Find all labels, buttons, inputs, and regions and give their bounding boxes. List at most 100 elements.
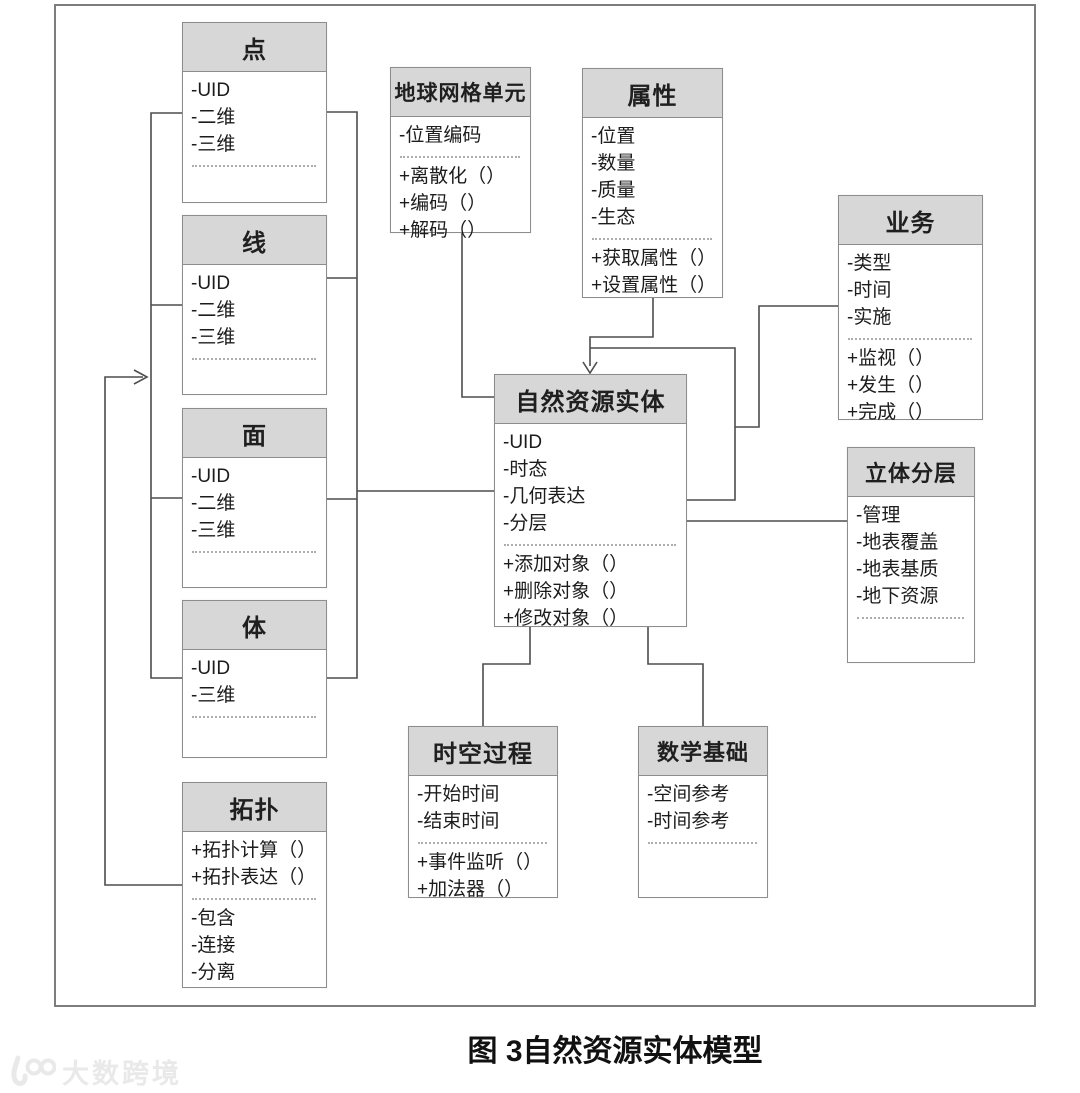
uml-class-title: 线 <box>183 216 326 265</box>
uml-attribute: -结束时间 <box>417 811 500 832</box>
connector-entity-right-loop <box>590 347 736 501</box>
uml-attribute: -三维 <box>191 134 236 155</box>
uml-attribute: -二维 <box>191 107 236 128</box>
uml-operation: +拓扑计算（） <box>191 840 317 861</box>
uml-attribute: -质量 <box>591 180 636 201</box>
uml-attribute: -几何表达 <box>503 486 586 507</box>
watermark-text: 大数跨境 <box>62 1059 182 1089</box>
uml-operation: +事件监听（） <box>417 852 543 873</box>
uml-class-body: -UID -二维 -三维 <box>183 72 326 202</box>
uml-operation: +添加对象（） <box>503 554 629 575</box>
uml-attribute: -数量 <box>591 153 636 174</box>
uml-class-title: 属性 <box>583 69 722 118</box>
uml-attribute: -时态 <box>503 459 548 480</box>
uml-class-title: 面 <box>183 409 326 458</box>
connector-geometry-left-bracket <box>150 112 182 679</box>
uml-attribute: -开始时间 <box>417 784 500 805</box>
section-divider <box>592 238 712 240</box>
uml-class-business: 业务 -类型 -时间 -实施 +监视（） +发生（） +完成（） <box>838 195 983 423</box>
section-divider <box>400 156 520 158</box>
uml-attribute: -UID <box>191 466 231 487</box>
uml-attribute: -二维 <box>191 493 236 514</box>
uml-attribute: -UID <box>191 658 231 679</box>
uml-attribute: -UID <box>191 80 231 101</box>
connector-geometry-right-bracket <box>327 111 358 679</box>
uml-attribute: -类型 <box>847 253 892 274</box>
uml-class-body: -UID -二维 -三维 <box>183 265 326 394</box>
section-divider <box>192 358 316 360</box>
uml-class-title: 拓扑 <box>183 783 326 832</box>
section-divider <box>504 544 676 546</box>
uml-attribute: -地下资源 <box>856 586 939 607</box>
figure-caption: 图 3自然资源实体模型 <box>467 1035 763 1068</box>
arrowhead-topology-right <box>133 369 149 385</box>
section-divider <box>192 165 316 167</box>
section-divider <box>192 716 316 718</box>
section-divider <box>648 842 757 844</box>
uml-class-attribute: 属性 -位置 -数量 -质量 -生态 +获取属性（） +设置属性（） <box>582 68 723 298</box>
uml-attribute: -生态 <box>591 207 636 228</box>
uml-class-title: 立体分层 <box>848 448 974 497</box>
uml-attribute: -实施 <box>847 307 892 328</box>
connector-entity-to-mathbasis <box>647 627 704 726</box>
uml-operation: +获取属性（） <box>591 248 717 269</box>
section-divider <box>848 338 972 340</box>
uml-operation: +拓扑表达（） <box>191 867 317 888</box>
uml-attribute: -时间参考 <box>647 811 730 832</box>
uml-attribute: -空间参考 <box>647 784 730 805</box>
connector-business <box>735 305 838 428</box>
uml-class-spatiotemporal-process: 时空过程 -开始时间 -结束时间 +事件监听（） +加法器（） <box>408 726 558 900</box>
uml-attribute: -管理 <box>856 505 901 526</box>
uml-class-title: 地球网格单元 <box>391 68 530 117</box>
uml-operation: +修改对象（） <box>503 608 629 629</box>
connector-topology-dependency <box>104 376 182 886</box>
arrowhead-attribute-down <box>582 361 598 375</box>
connector-attribute-to-entity <box>589 297 654 366</box>
uml-class-math-basis: 数学基础 -空间参考 -时间参考 <box>638 726 768 898</box>
uml-attribute: -地表基质 <box>856 559 939 580</box>
uml-operation: +删除对象（） <box>503 581 629 602</box>
uml-attribute: -分离 <box>191 962 236 983</box>
uml-class-body: -管理 -地表覆盖 -地表基质 -地下资源 <box>848 497 974 662</box>
uml-class-title: 业务 <box>839 196 982 245</box>
uml-class-title: 体 <box>183 601 326 650</box>
uml-class-body: -空间参考 -时间参考 <box>639 776 767 897</box>
uml-class-line: 线 -UID -二维 -三维 <box>182 215 327 395</box>
uml-class-body: -UID -二维 -三维 <box>183 458 326 587</box>
uml-attribute: -连接 <box>191 935 236 956</box>
connector-earthgrid-to-entity <box>461 233 494 398</box>
uml-attribute: -位置 <box>591 126 636 147</box>
uml-class-title: 自然资源实体 <box>495 375 686 424</box>
uml-class-polygon: 面 -UID -二维 -三维 <box>182 408 327 588</box>
uml-class-earth-grid: 地球网格单元 -位置编码 +离散化（） +编码（） +解码（） <box>390 67 531 241</box>
uml-class-title: 时空过程 <box>409 727 557 776</box>
section-divider <box>857 617 964 619</box>
uml-operation: +解码（） <box>399 220 487 241</box>
uml-attribute: -二维 <box>191 300 236 321</box>
uml-class-title: 点 <box>183 23 326 72</box>
uml-class-body: -开始时间 -结束时间 +事件监听（） +加法器（） <box>409 776 557 905</box>
uml-attribute: -UID <box>191 273 231 294</box>
uml-attribute: -三维 <box>191 327 236 348</box>
uml-operation: +设置属性（） <box>591 275 717 296</box>
uml-class-topology: 拓扑 +拓扑计算（） +拓扑表达（） -包含 -连接 -分离 <box>182 782 327 988</box>
uml-class-body: -UID -时态 -几何表达 -分层 +添加对象（） +删除对象（） +修改对象… <box>495 424 686 634</box>
watermark-logo-icon <box>11 1055 56 1086</box>
uml-attribute: -地表覆盖 <box>856 532 939 553</box>
uml-operation: +加法器（） <box>417 879 524 900</box>
uml-attribute: -时间 <box>847 280 892 301</box>
uml-class-body: -类型 -时间 -实施 +监视（） +发生（） +完成（） <box>839 245 982 428</box>
uml-operation: +完成（） <box>847 402 935 423</box>
uml-attribute: -三维 <box>191 520 236 541</box>
uml-operation: +发生（） <box>847 375 935 396</box>
uml-class-body: +拓扑计算（） +拓扑表达（） -包含 -连接 -分离 <box>183 832 326 988</box>
section-divider <box>192 551 316 553</box>
uml-class-natural-resource-entity: 自然资源实体 -UID -时态 -几何表达 -分层 +添加对象（） +删除对象（… <box>494 374 687 629</box>
uml-class-body: -UID -三维 <box>183 650 326 757</box>
uml-attribute: -UID <box>503 432 543 453</box>
uml-attribute: -位置编码 <box>399 125 482 146</box>
section-divider <box>418 842 547 844</box>
uml-attribute: -分层 <box>503 513 548 534</box>
uml-class-layering: 立体分层 -管理 -地表覆盖 -地表基质 -地下资源 <box>847 447 975 663</box>
